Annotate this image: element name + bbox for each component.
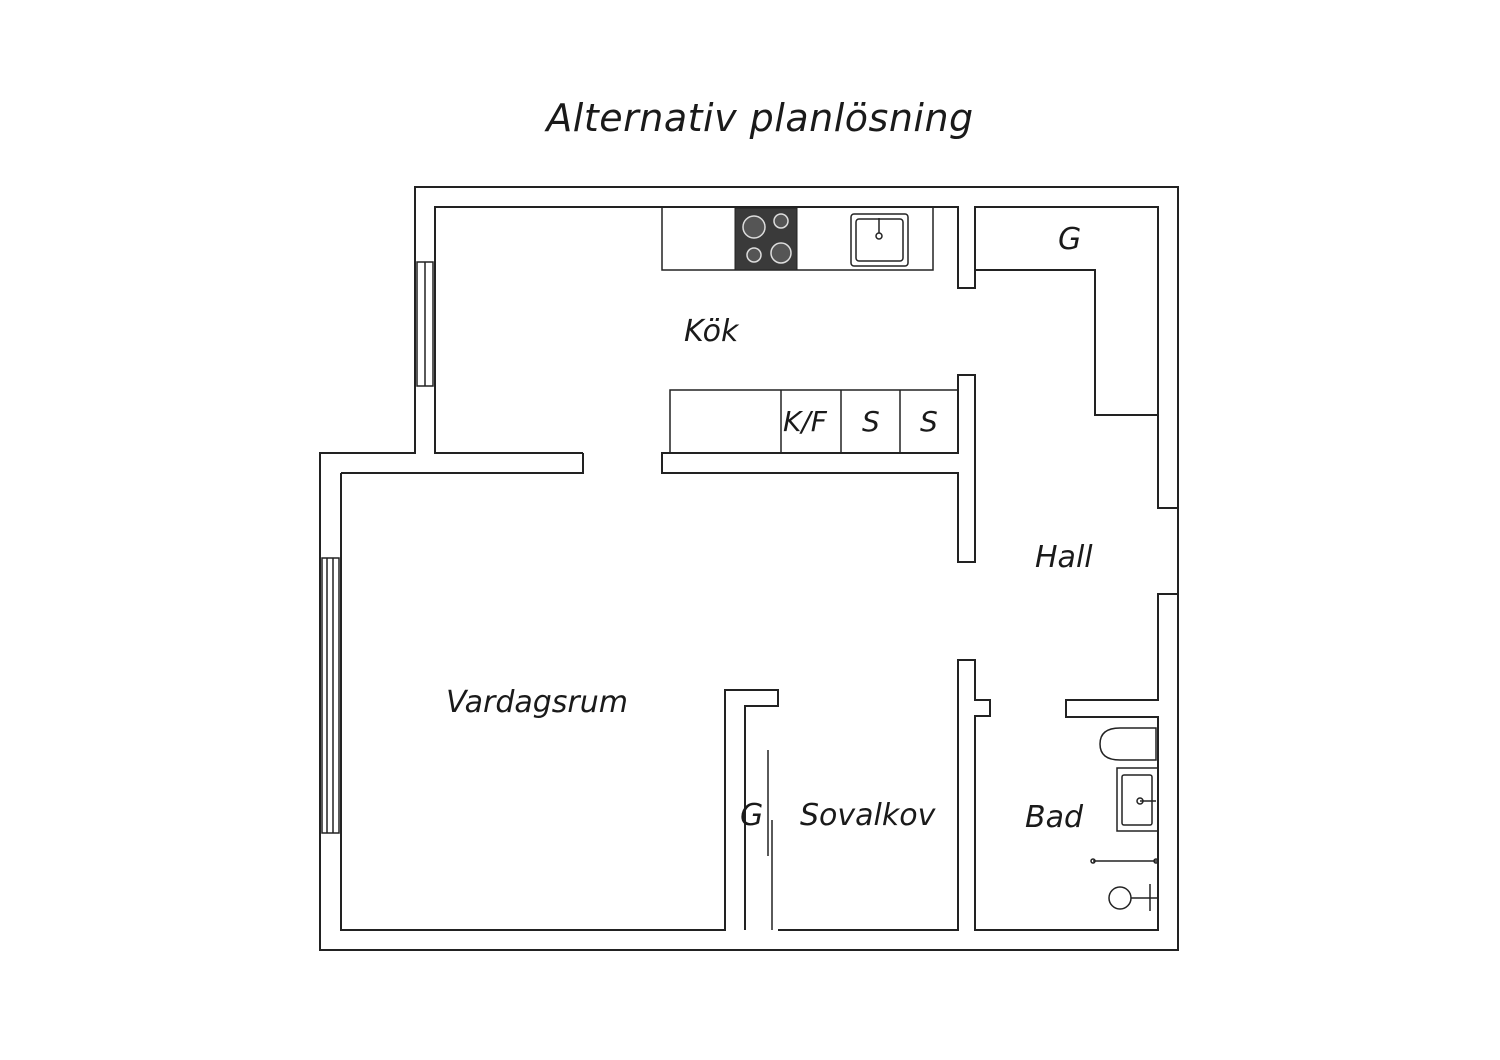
shower-drain — [1108, 886, 1132, 910]
kitchen-sink-drain — [875, 232, 883, 240]
bathroom-sink-inner — [1121, 774, 1153, 826]
kitchen-island — [669, 389, 959, 454]
toilet — [1099, 727, 1157, 761]
stove-burner-3 — [746, 247, 762, 263]
bathroom-sink-outer — [1116, 767, 1159, 832]
room-label-kitchen: Kök — [684, 314, 740, 349]
plan-title: Alternativ planlösning — [546, 96, 974, 140]
appliance-label-fridge-freezer: K/F — [783, 405, 828, 438]
alcove-wall — [778, 593, 1178, 931]
room-label-wardrobe-alcove: G — [740, 798, 763, 833]
appliance-label-cabinet-2: S — [920, 405, 938, 438]
stove-burner-4 — [770, 242, 792, 264]
room-label-living-room: Vardagsrum — [446, 685, 628, 720]
hall-wall-top — [974, 206, 1178, 509]
room-label-hall: Hall — [1035, 540, 1093, 575]
living-room-window — [321, 557, 340, 834]
room-label-wardrobe-top: G — [1058, 222, 1081, 257]
stove-burner-2 — [773, 213, 789, 229]
room-label-sleeping-alcove: Sovalkov — [800, 798, 937, 833]
appliance-label-cabinet-1: S — [862, 405, 880, 438]
room-label-bathroom: Bad — [1025, 800, 1084, 835]
kitchen-wall — [434, 206, 976, 454]
wardrobe-g-shelf — [975, 269, 1158, 416]
kitchen-counter-wall — [661, 374, 976, 563]
kitchen-sink-outer — [850, 213, 909, 267]
stove-burner-1 — [742, 215, 766, 239]
outer-wall — [319, 186, 1179, 951]
kitchen-partition — [341, 453, 584, 474]
living-room-wall — [340, 473, 779, 931]
